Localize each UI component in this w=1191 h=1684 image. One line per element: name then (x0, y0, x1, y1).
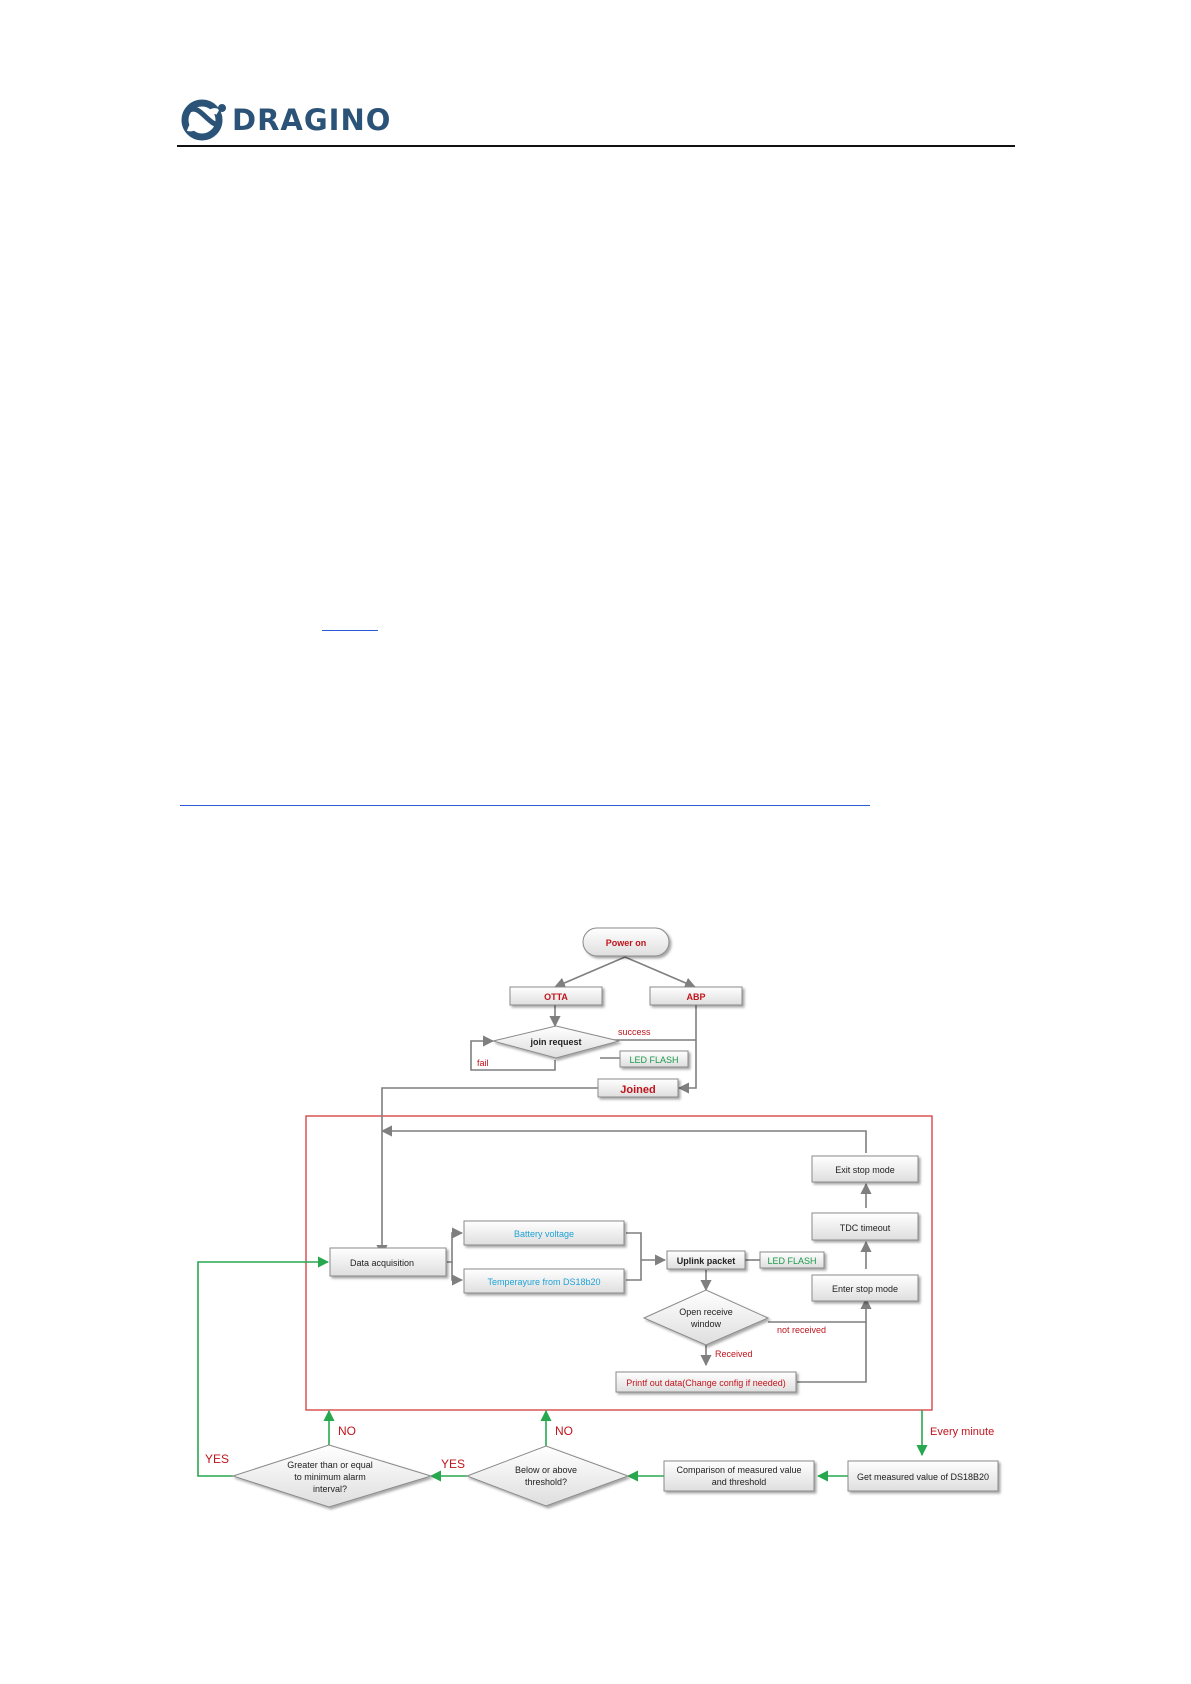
svg-text:Below or above: Below or above (515, 1465, 577, 1475)
node-exit-stop-mode: Exit stop mode (811, 1155, 919, 1183)
svg-text:Joined: Joined (620, 1084, 655, 1096)
svg-text:Power on: Power on (606, 938, 647, 948)
label-yes-mid: YES (441, 1457, 465, 1471)
node-joined: Joined (597, 1078, 679, 1098)
svg-text:Enter stop mode: Enter stop mode (832, 1284, 898, 1294)
svg-text:ABP: ABP (686, 992, 705, 1002)
svg-text:window: window (690, 1319, 722, 1329)
label-fail: fail (477, 1058, 489, 1068)
node-printf-out-data: Printf out data(Change config if needed) (615, 1371, 797, 1393)
label-yes-left: YES (205, 1452, 229, 1466)
label-no-mid: NO (555, 1424, 573, 1438)
svg-text:Printf out data(Change config: Printf out data(Change config if needed) (626, 1378, 786, 1388)
svg-text:OTTA: OTTA (544, 992, 568, 1002)
svg-text:LED FLASH: LED FLASH (767, 1256, 816, 1266)
node-led-flash-uplink: LED FLASH (759, 1251, 825, 1269)
svg-text:Temperayure from DS18b20: Temperayure from DS18b20 (487, 1277, 600, 1287)
node-greater-equal-interval: Greater than or equal to minimum alarm i… (231, 1444, 433, 1508)
hyperlink-underline-long[interactable] (180, 805, 870, 806)
label-no-left: NO (338, 1424, 356, 1438)
node-open-receive-window: Open receive window (642, 1289, 770, 1346)
svg-text:to minimum alarm: to minimum alarm (294, 1472, 366, 1482)
node-get-measured-value: Get measured value of DS18B20 (847, 1460, 999, 1492)
svg-text:interval?: interval? (313, 1484, 347, 1494)
label-not-received: not received (777, 1325, 826, 1335)
main-loop-frame (305, 1115, 933, 1411)
svg-text:Exit stop mode: Exit stop mode (835, 1165, 895, 1175)
header-divider (177, 145, 1015, 147)
node-data-acquisition: Data acquisition (329, 1247, 447, 1277)
node-otta: OTTA (509, 986, 603, 1006)
svg-text:Get measured value of DS18B20: Get measured value of DS18B20 (857, 1472, 989, 1482)
dragino-logo-icon (181, 99, 226, 141)
hyperlink-underline[interactable] (322, 630, 378, 631)
node-tdc-timeout: TDC timeout (811, 1212, 919, 1241)
svg-text:Open receive: Open receive (679, 1307, 733, 1317)
node-power-on: Power on (582, 927, 670, 957)
node-abp: ABP (649, 986, 743, 1006)
svg-text:Comparison of measured value: Comparison of measured value (676, 1465, 801, 1475)
svg-text:TDC timeout: TDC timeout (840, 1223, 891, 1233)
svg-text:join request: join request (529, 1037, 581, 1047)
node-temperature: Temperayure from DS18b20 (463, 1268, 625, 1294)
svg-text:LED FLASH: LED FLASH (629, 1055, 678, 1065)
label-received: Received (715, 1349, 753, 1359)
svg-text:Battery voltage: Battery voltage (514, 1229, 574, 1239)
node-battery-voltage: Battery voltage (463, 1220, 625, 1246)
svg-text:Data acquisition: Data acquisition (350, 1258, 414, 1268)
svg-text:and threshold: and threshold (712, 1477, 767, 1487)
node-led-flash-join: LED FLASH (619, 1050, 689, 1068)
connectors-green (197, 1256, 928, 1482)
node-join-request: join request (492, 1025, 620, 1059)
node-below-above-threshold: Below or above threshold? (465, 1445, 630, 1507)
svg-text:Uplink packet: Uplink packet (677, 1256, 736, 1266)
label-every-minute: Every minute (930, 1426, 994, 1438)
connectors-gray (376, 956, 872, 1383)
node-uplink-packet: Uplink packet (666, 1250, 746, 1270)
svg-text:threshold?: threshold? (525, 1477, 567, 1487)
svg-text:Greater than or equal: Greater than or equal (287, 1460, 373, 1470)
label-success: success (618, 1027, 651, 1037)
node-enter-stop-mode: Enter stop mode (811, 1274, 919, 1302)
brand-name: DRAGINO (232, 103, 392, 137)
node-comparison: Comparison of measured value and thresho… (663, 1460, 815, 1492)
